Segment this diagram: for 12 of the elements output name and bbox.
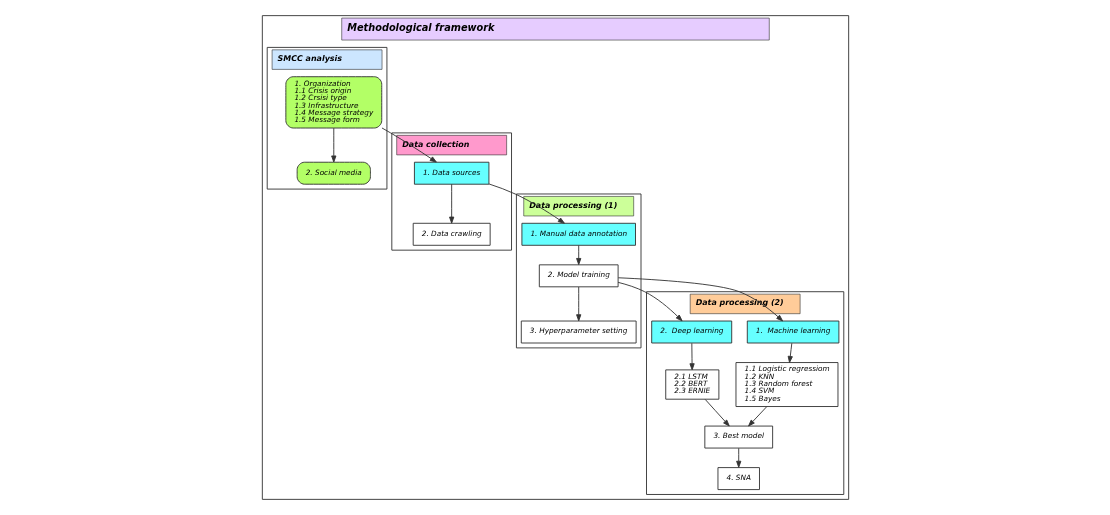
arrow <box>617 277 783 322</box>
arrow <box>704 399 730 427</box>
arrow <box>575 245 581 265</box>
arrow <box>617 281 683 322</box>
arrow <box>735 447 741 468</box>
arrow <box>448 183 454 224</box>
arrow <box>689 342 695 371</box>
arrow <box>747 406 767 427</box>
arrow <box>575 286 581 322</box>
arrow <box>787 342 793 363</box>
arrow <box>330 127 336 163</box>
arrow <box>488 183 565 224</box>
